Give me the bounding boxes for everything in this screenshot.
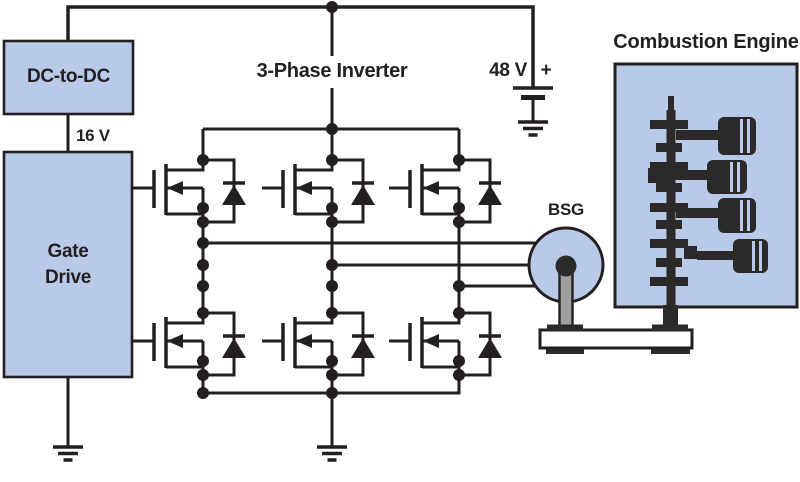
combustion-engine-graphic xyxy=(613,62,799,326)
engine-title: Combustion Engine xyxy=(613,31,799,53)
mosfet-q5-low-side xyxy=(260,305,377,383)
mosfet-q3-high-side xyxy=(387,152,504,230)
battery-voltage-label: 48 V xyxy=(489,60,527,81)
dc-bus-wire xyxy=(66,1,535,88)
ground-symbol xyxy=(315,445,349,462)
battery-polarity-label: + xyxy=(540,60,552,81)
engine-output-shaft xyxy=(663,305,678,326)
gate-drive-label: Gate Drive xyxy=(44,240,92,288)
belt-mount-bar xyxy=(538,324,694,354)
mosfet-q4-low-side xyxy=(131,305,248,383)
bsg-motor-graphic xyxy=(527,226,605,332)
piston-icon-2 xyxy=(648,160,747,194)
engine-box xyxy=(613,62,799,309)
crankshaft-icon xyxy=(650,96,688,307)
dc-link-voltage-label: 16 V xyxy=(76,126,110,145)
dc-dc-label: DC-to-DC xyxy=(26,66,111,88)
piston-icon-3 xyxy=(676,198,756,233)
ground-symbol xyxy=(516,120,550,137)
bsg-label: BSG xyxy=(548,200,584,219)
phase-node-wires xyxy=(197,222,465,313)
phase-lines xyxy=(203,241,545,288)
piston-icon-4 xyxy=(684,239,768,273)
gate-drive-box xyxy=(2,150,134,379)
battery-symbol xyxy=(513,86,553,137)
mosfet-q1-high-side xyxy=(131,152,248,230)
bsg-hub xyxy=(555,255,577,277)
inverter-title: 3-Phase Inverter xyxy=(256,60,408,82)
ground-symbol xyxy=(51,445,85,462)
mosfet-q6-low-side xyxy=(387,305,504,383)
dc-dc-converter-box xyxy=(2,39,135,116)
inverter-feed-wire xyxy=(326,10,338,160)
piston-icon-1 xyxy=(676,117,756,155)
mosfet-q2-high-side xyxy=(260,152,377,230)
